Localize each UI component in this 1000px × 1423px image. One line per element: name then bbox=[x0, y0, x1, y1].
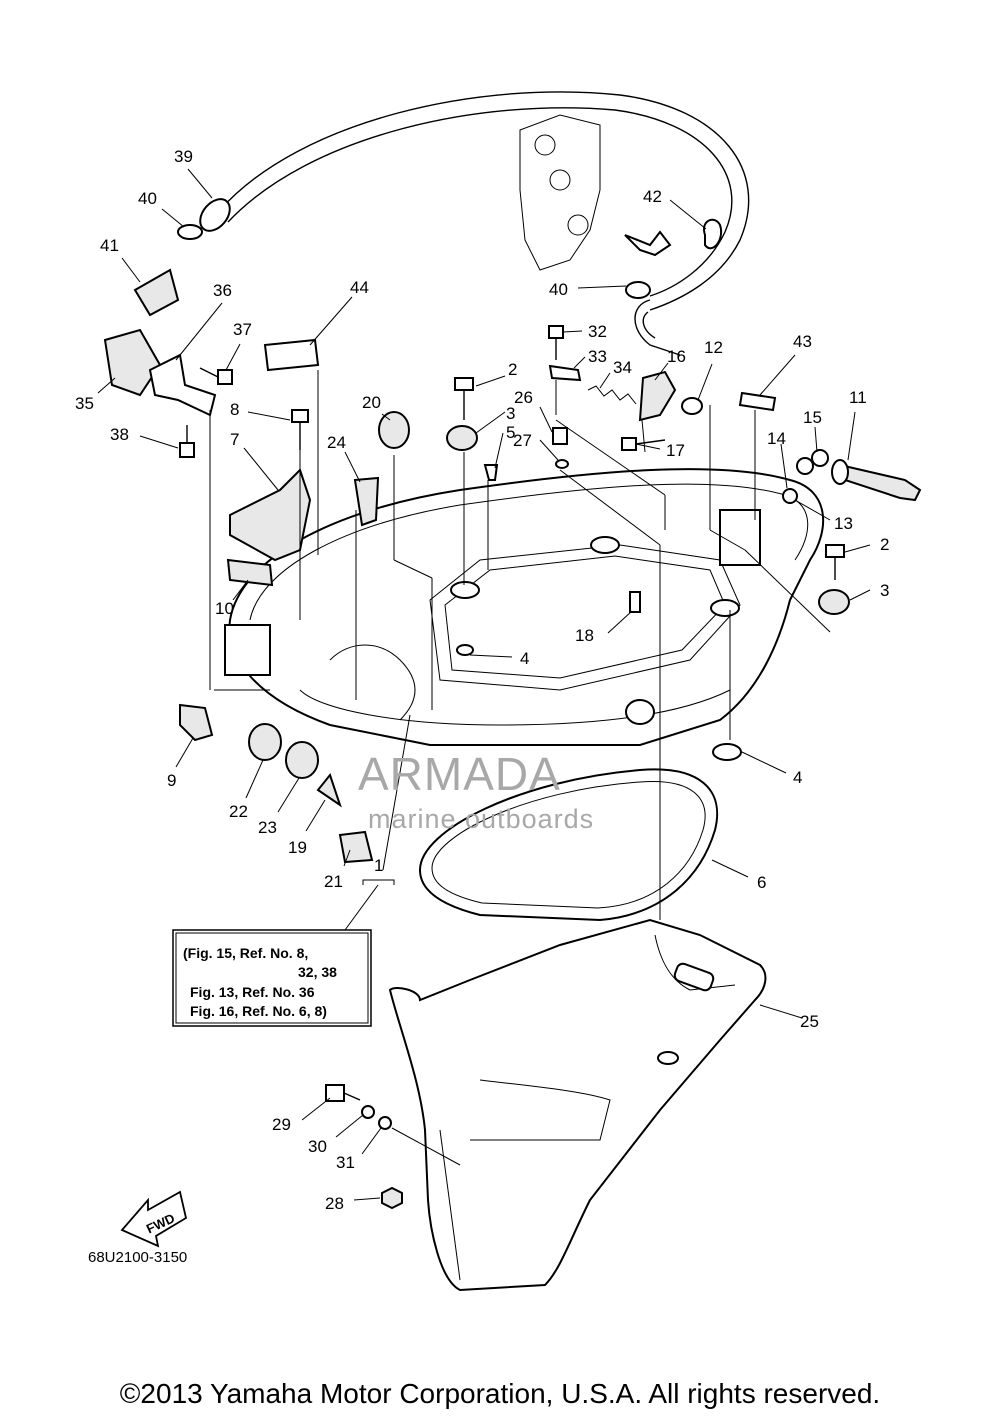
callout-3: 3 bbox=[880, 581, 889, 600]
callout-2: 2 bbox=[880, 535, 889, 554]
callout-36: 36 bbox=[213, 281, 232, 300]
leader-lines bbox=[97, 168, 871, 1201]
callout-40: 40 bbox=[549, 280, 568, 299]
callout-37: 37 bbox=[233, 320, 252, 339]
callout-13: 13 bbox=[834, 514, 853, 533]
callout-5: 5 bbox=[506, 423, 515, 442]
callout-16: 16 bbox=[667, 347, 686, 366]
callout-38: 38 bbox=[110, 425, 129, 444]
callout-3: 3 bbox=[506, 404, 515, 423]
callout-25: 25 bbox=[800, 1012, 819, 1031]
callout-18: 18 bbox=[575, 626, 594, 645]
reference-line-3: Fig. 13, Ref. No. 36 bbox=[190, 984, 315, 1000]
callout-35: 35 bbox=[75, 394, 94, 413]
callout-42: 42 bbox=[643, 187, 662, 206]
handle-11 bbox=[831, 459, 922, 502]
diagram-code: 68U2100-3150 bbox=[88, 1249, 187, 1266]
engine-bracket bbox=[519, 114, 601, 271]
fwd-arrow-icon: FWD bbox=[120, 1190, 188, 1248]
callout-43: 43 bbox=[793, 332, 812, 351]
callout-40: 40 bbox=[138, 189, 157, 208]
callout-34: 34 bbox=[613, 358, 632, 377]
callout-4: 4 bbox=[520, 649, 529, 668]
callout-21: 21 bbox=[324, 872, 343, 891]
lower-cover-25 bbox=[388, 918, 767, 1292]
hose-39 bbox=[219, 91, 750, 311]
callout-15: 15 bbox=[803, 408, 822, 427]
callout-17: 17 bbox=[666, 441, 685, 460]
reference-line-2: 32, 38 bbox=[298, 964, 337, 980]
callout-26: 26 bbox=[514, 388, 533, 407]
watermark-brand: ARMADA bbox=[358, 748, 561, 800]
callout-8: 8 bbox=[230, 400, 239, 419]
callout-32: 32 bbox=[588, 322, 607, 341]
small-parts bbox=[103, 224, 850, 1210]
callout-11: 11 bbox=[849, 388, 867, 407]
callout-41: 41 bbox=[100, 236, 119, 255]
callout-24: 24 bbox=[327, 433, 346, 452]
bottom-cowling bbox=[224, 468, 824, 746]
callout-33: 33 bbox=[588, 347, 607, 366]
callout-6: 6 bbox=[757, 873, 766, 892]
callout-22: 22 bbox=[229, 802, 248, 821]
callout-31: 31 bbox=[336, 1153, 355, 1172]
callout-20: 20 bbox=[362, 393, 381, 412]
callout-28: 28 bbox=[325, 1194, 344, 1213]
reference-line-4: Fig. 16, Ref. No. 6, 8) bbox=[190, 1003, 327, 1019]
callout-4: 4 bbox=[793, 768, 802, 787]
callout-7: 7 bbox=[230, 430, 239, 449]
callout-44: 44 bbox=[350, 278, 369, 297]
callout-9: 9 bbox=[167, 771, 176, 790]
callout-12: 12 bbox=[704, 338, 723, 357]
callout-labels: 1 2 2 3 3 4 4 5 6 7 8 9 10 11 12 13 14 1… bbox=[75, 147, 889, 1213]
parts-diagram: 1 2 2 3 3 4 4 5 6 7 8 9 10 11 12 13 14 1… bbox=[75, 91, 922, 1292]
callout-29: 29 bbox=[272, 1115, 291, 1134]
reference-box: (Fig. 15, Ref. No. 8, 32, 38 Fig. 13, Re… bbox=[172, 929, 372, 1027]
callout-27: 27 bbox=[513, 431, 532, 450]
reference-line-1: (Fig. 15, Ref. No. 8, bbox=[183, 945, 308, 961]
gasket-6 bbox=[418, 768, 719, 922]
callout-30: 30 bbox=[308, 1137, 327, 1156]
callout-19: 19 bbox=[288, 838, 307, 857]
callout-2: 2 bbox=[508, 360, 517, 379]
callout-39: 39 bbox=[174, 147, 193, 166]
callout-10: 10 bbox=[215, 599, 234, 618]
callout-1: 1 bbox=[374, 856, 383, 875]
copyright-footer: ©2013 Yamaha Motor Corporation, U.S.A. A… bbox=[119, 1378, 881, 1409]
callout-14: 14 bbox=[767, 429, 786, 448]
callout-23: 23 bbox=[258, 818, 277, 837]
watermark-tagline: marine outboards bbox=[368, 804, 594, 834]
